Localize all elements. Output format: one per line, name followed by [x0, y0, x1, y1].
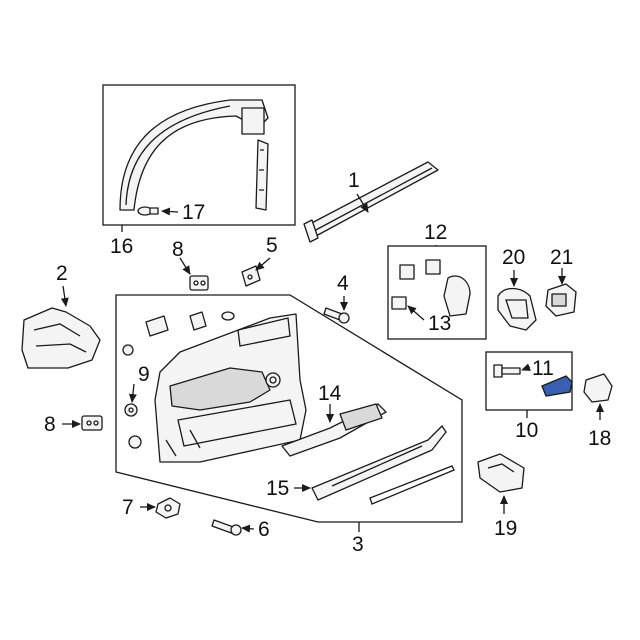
leader-13: [407, 305, 425, 321]
part-5-bracket: [241, 265, 261, 287]
callout-21: 21: [550, 246, 573, 269]
callout-5: 5: [266, 234, 278, 257]
part-9-clip: [124, 403, 138, 417]
part-19-switch: [477, 453, 525, 493]
callout-15: 15: [266, 477, 289, 500]
leader-8a: [179, 257, 191, 275]
part-6-bolt: [211, 519, 242, 536]
part-21-handle-bezel: [545, 283, 577, 317]
part-pushpins: [122, 311, 235, 449]
callout-2: 2: [56, 262, 68, 285]
part-10-highlighted-part: [541, 375, 573, 397]
part-8-clip-top: [189, 275, 209, 291]
leader-9: [128, 383, 137, 403]
part-18-bracket: [583, 373, 613, 403]
part-7-nut: [155, 497, 181, 519]
group-outline-3: [115, 294, 463, 523]
callout-12: 12: [424, 221, 447, 244]
callout-9: 9: [138, 363, 150, 386]
leader-6: [241, 524, 255, 533]
callout-8-top: 8: [172, 238, 184, 261]
callout-18: 18: [588, 427, 611, 450]
callout-17: 17: [182, 201, 205, 224]
part-4-bolt: [323, 307, 350, 324]
callout-10: 10: [515, 419, 538, 442]
callout-8-left: 8: [44, 413, 56, 436]
callout-14: 14: [318, 382, 342, 405]
part-14-switch-bezel: [281, 403, 387, 457]
part-17-clip: [137, 206, 159, 216]
part-1-belt-molding: [303, 161, 439, 243]
callout-4: 4: [337, 272, 349, 295]
callout-20: 20: [502, 246, 525, 269]
callout-11: 11: [532, 357, 554, 380]
group-box-10: [485, 351, 573, 411]
part-16-window-molding: [119, 99, 269, 211]
leader-2: [60, 285, 69, 307]
callout-13: 13: [428, 312, 451, 335]
leader-5: [255, 257, 271, 271]
leader-11: [521, 363, 531, 371]
part-15-lower-molding: [311, 425, 455, 505]
part-11-screw: [493, 364, 521, 378]
door-trim-panel: [154, 313, 307, 463]
callout-1: 1: [348, 169, 360, 192]
callout-6: 6: [258, 518, 270, 541]
leader-17: [161, 207, 179, 216]
leader-1: [356, 193, 369, 213]
part-8-clip-left: [81, 415, 103, 431]
part-12-bracket-set: [391, 259, 471, 317]
callout-7: 7: [122, 496, 134, 519]
part-20-inside-handle: [497, 287, 537, 331]
part-2-trim-panel: [21, 307, 101, 369]
callout-19: 19: [494, 517, 517, 540]
callout-3: 3: [352, 533, 364, 556]
group-box-16: [102, 84, 296, 226]
group-box-12: [387, 245, 487, 340]
callout-16: 16: [110, 235, 133, 258]
